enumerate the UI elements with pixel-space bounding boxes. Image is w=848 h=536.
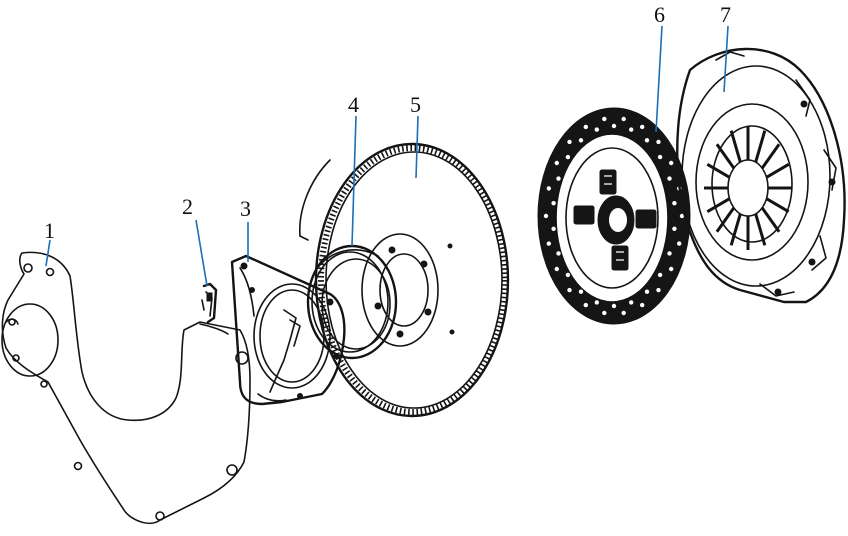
- disc-rivet: [679, 213, 685, 219]
- disc-rivet: [583, 124, 588, 130]
- disc-rivet: [667, 176, 672, 181]
- disc-rivet: [657, 154, 663, 160]
- disc-rivet: [629, 127, 634, 132]
- leader-line-7: [723, 25, 729, 93]
- disc-rivet: [583, 302, 588, 308]
- disc-rivet: [640, 124, 645, 130]
- disc-rivet: [554, 266, 559, 272]
- disc-rivet: [556, 251, 561, 256]
- disc-rivet: [543, 213, 549, 219]
- disc-rivet: [578, 138, 584, 143]
- disc-rivet: [621, 116, 626, 122]
- diaphragm-finger: [765, 197, 790, 213]
- leader-line-6: [655, 25, 663, 133]
- diaphragm-finger: [754, 213, 767, 246]
- leader-line-5: [415, 115, 419, 179]
- diaphragm-finger: [760, 143, 781, 170]
- callout-label-1: 1: [44, 218, 55, 243]
- disc-rivet: [656, 139, 661, 145]
- diaphragm-finger: [765, 163, 790, 179]
- callout-label-2: 2: [182, 194, 193, 219]
- disc-rivet: [611, 303, 617, 309]
- diaphragm-finger: [729, 213, 742, 246]
- disc-rivet: [672, 226, 677, 231]
- disc-rivet: [621, 310, 626, 316]
- disc-rivet: [546, 186, 551, 191]
- disc-rivet: [546, 241, 551, 246]
- disc-rivet: [594, 300, 599, 305]
- disc-rivet: [657, 272, 663, 278]
- disc-rivet: [567, 287, 572, 293]
- diaphragm-finger: [715, 206, 736, 233]
- diaphragm-finger: [754, 130, 767, 163]
- clutch-disc: [537, 107, 691, 325]
- disc-rivet: [644, 289, 650, 294]
- disc-rivet: [640, 302, 645, 308]
- diaphragm-finger: [715, 143, 736, 170]
- leader-line-4: [351, 115, 357, 247]
- disc-rivet: [656, 287, 661, 293]
- diaphragm-finger: [706, 197, 731, 213]
- disc-rivet: [565, 154, 571, 160]
- leader-lines: [45, 25, 729, 287]
- disc-rivet: [669, 160, 674, 166]
- disc-rivet: [677, 241, 682, 246]
- disc-rivet: [629, 300, 634, 305]
- diaphragm-finger: [729, 130, 742, 163]
- leader-line-2: [195, 219, 208, 287]
- diaphragm-finger: [706, 163, 731, 179]
- disc-rivet: [644, 138, 650, 143]
- diaphragm-finger: [760, 206, 781, 233]
- disc-rivet: [565, 272, 571, 278]
- disc-rivet: [567, 139, 572, 145]
- disc-rivet: [554, 160, 559, 166]
- leader-line-1: [45, 239, 51, 267]
- disc-rivet: [556, 176, 561, 181]
- disc-rivet: [551, 226, 556, 231]
- disc-rivet: [611, 123, 617, 129]
- disc-rivet: [551, 201, 556, 206]
- pressure-plate-cover: [676, 47, 846, 304]
- disc-rivet: [578, 289, 584, 294]
- callout-label-7: 7: [720, 2, 731, 27]
- callout-label-3: 3: [240, 196, 251, 221]
- disc-rivet: [669, 266, 674, 272]
- callout-label-4: 4: [348, 92, 359, 117]
- disc-rivet: [667, 251, 672, 256]
- callout-label-5: 5: [410, 92, 421, 117]
- disc-rivet: [602, 310, 607, 316]
- flywheel: [299, 142, 510, 418]
- callout-label-6: 6: [654, 2, 665, 27]
- housing-cover-plate: [1, 251, 251, 525]
- locating-clip: [201, 282, 218, 324]
- disc-rivet: [594, 127, 599, 132]
- seal-carrier-plate: [230, 254, 346, 406]
- disc-rivet: [602, 116, 607, 122]
- disc-rivet: [672, 201, 677, 206]
